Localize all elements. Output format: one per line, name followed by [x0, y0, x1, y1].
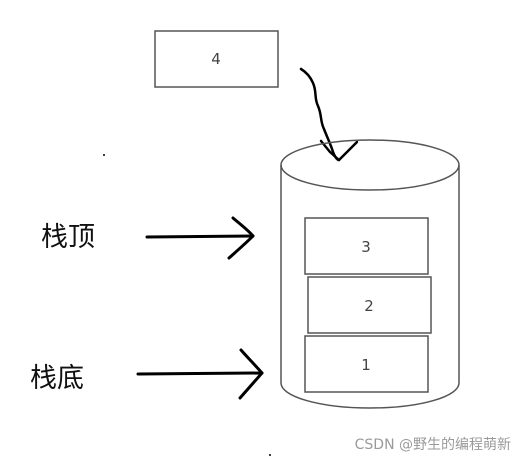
stack-bottom-arrow [136, 348, 264, 400]
incoming-box-rect [154, 30, 279, 88]
push-arrow [299, 67, 359, 162]
stack-top-label: 栈顶 [41, 222, 95, 253]
stray-dot [269, 454, 271, 456]
push-arrow-head [319, 139, 359, 162]
stack-box-1-rect [304, 335, 429, 393]
stack-top-arrow-shaft [145, 234, 255, 239]
incoming-box-label: 4 [211, 50, 221, 68]
cylinder-bottom-rim [280, 382, 460, 409]
stack-cylinder [280, 139, 460, 409]
cylinder-top-rim [280, 139, 460, 191]
stack-bottom-arrow-shaft [136, 371, 264, 376]
push-arrow-shaft [299, 67, 341, 162]
stack-box-3: 3 [304, 217, 429, 275]
stack-top-arrow-head [227, 216, 255, 260]
incoming-box: 4 [154, 30, 279, 88]
stack-bottom-arrow-head [238, 348, 264, 400]
stack-box-1: 1 [304, 335, 429, 393]
stack-box-3-rect [304, 217, 429, 275]
stack-box-3-label: 3 [361, 238, 371, 256]
stack-box-2-label: 2 [364, 297, 374, 315]
stack-box-2: 2 [307, 276, 432, 334]
stack-box-1-label: 1 [361, 356, 371, 374]
stack-box-2-rect [307, 276, 432, 334]
stack-bottom-label: 栈底 [30, 363, 84, 394]
stack-top-arrow [145, 216, 255, 260]
watermark: CSDN @野生的编程萌新 [355, 437, 511, 453]
stray-dot [103, 154, 105, 156]
